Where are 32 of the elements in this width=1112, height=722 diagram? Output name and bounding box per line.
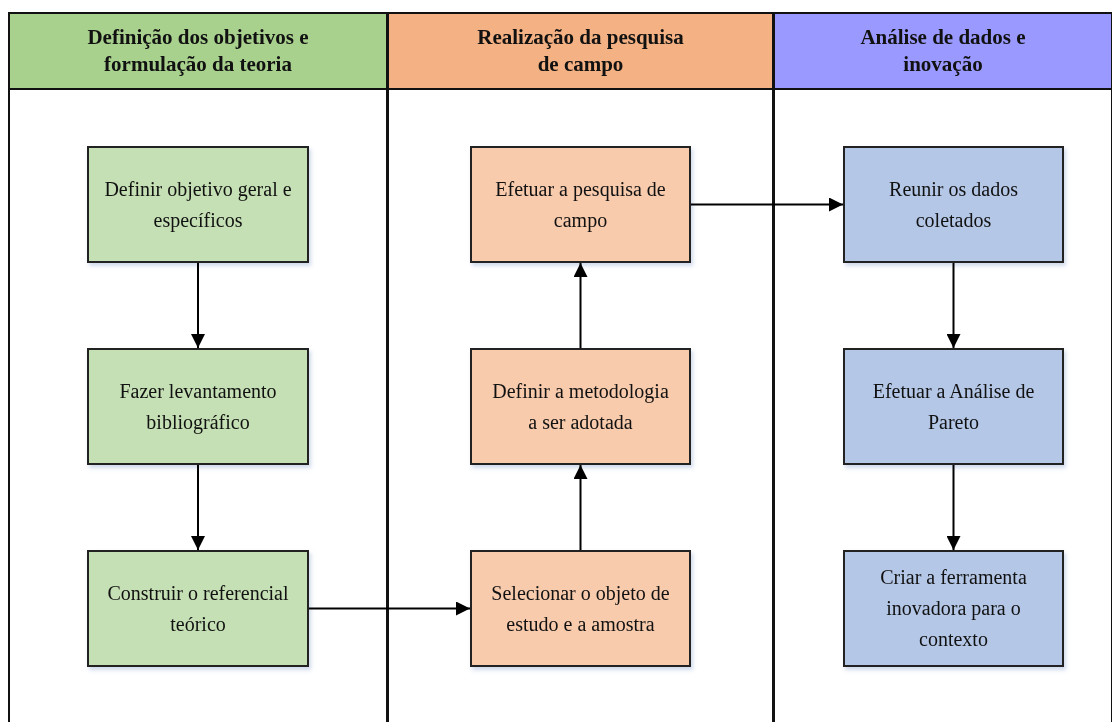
arrow xyxy=(946,464,961,551)
box-label: Definir objetivo geral e específicos xyxy=(103,176,293,234)
arrow xyxy=(946,262,961,349)
arrow xyxy=(191,464,205,551)
lane-title: Realização da pesquisa de campo xyxy=(476,23,685,78)
lane-title: Definição dos objetivos e formulação da teoria xyxy=(86,23,310,78)
process-box xyxy=(87,146,309,263)
arrow xyxy=(573,464,588,551)
swimlane xyxy=(387,12,774,722)
arrow xyxy=(690,197,844,212)
process-box xyxy=(470,146,691,263)
box-label: Reunir os dados coletados xyxy=(888,176,1019,233)
process-box xyxy=(87,348,309,465)
box-label: Efetuar a Análise de Pareto xyxy=(871,378,1036,435)
process-box xyxy=(843,146,1064,263)
lane-title: Análise de dados e inovação xyxy=(859,23,1027,78)
swimlane xyxy=(773,12,1112,722)
box-label: Selecionar o objeto de estudo e a amostra xyxy=(490,580,671,637)
box-label: Construir o referencial teórico xyxy=(106,580,290,637)
arrow xyxy=(191,262,205,349)
box-label: Efetuar a pesquisa de campo xyxy=(494,176,667,234)
arrow xyxy=(573,262,588,349)
box-label: Fazer levantamento bibliográfico xyxy=(118,378,278,436)
process-box xyxy=(843,550,1064,667)
process-box xyxy=(470,550,691,667)
box-label: Definir a metodologia a ser adotada xyxy=(491,378,670,435)
process-box xyxy=(87,550,309,667)
swimlane xyxy=(8,12,388,722)
process-box xyxy=(470,348,691,465)
process-box xyxy=(843,348,1064,465)
box-label: Criar a ferramenta inovadora para o contexto xyxy=(879,565,1028,652)
arrow xyxy=(308,601,471,616)
